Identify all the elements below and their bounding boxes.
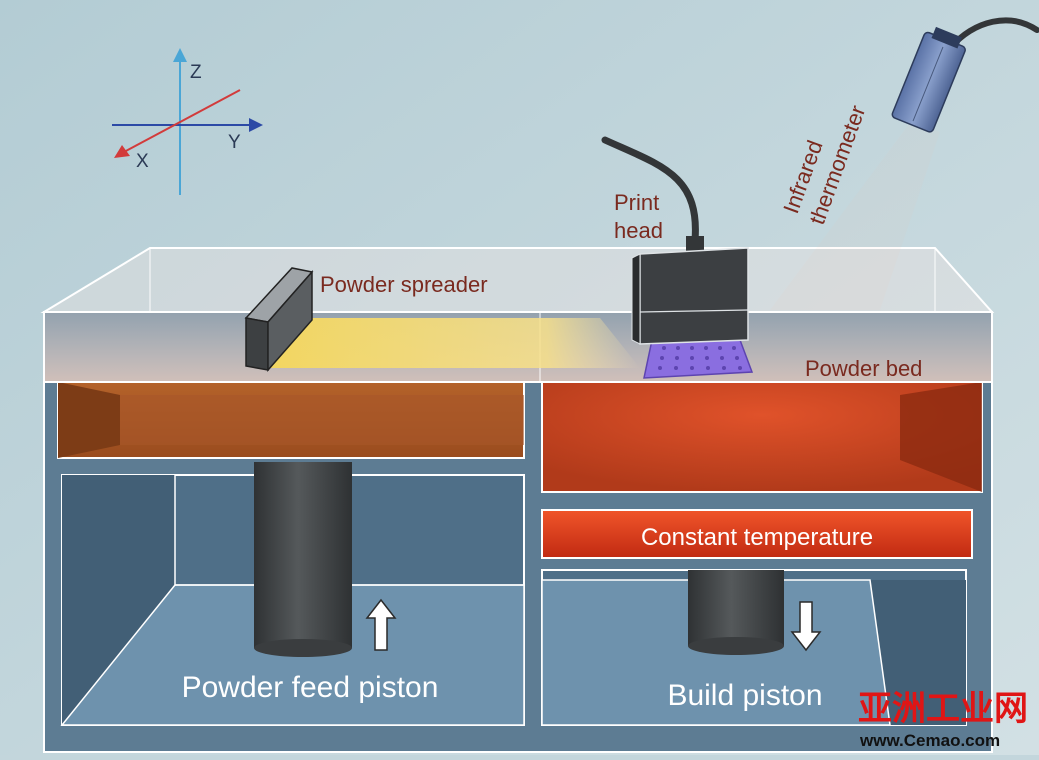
down-arrow-icon: [790, 601, 822, 652]
build-piston-label: Build piston: [667, 679, 822, 712]
printed-part: [643, 339, 754, 379]
axis-x-label: X: [136, 151, 149, 172]
powder-bed-label: Powder bed: [805, 356, 922, 381]
infrared-thermometer: [891, 17, 1039, 133]
powder-feed-piston: [254, 462, 352, 657]
heater-plate: [541, 509, 973, 559]
print-head: [601, 136, 749, 345]
infrared-beam: [770, 120, 940, 310]
build-piston: [688, 570, 784, 655]
powder-spreader-label: Powder spreader: [320, 272, 488, 297]
powder-feed-piston-label: Powder feed piston: [182, 671, 439, 704]
x-axis: [123, 89, 241, 153]
machine-body: Constant temperature Powder feed piston …: [43, 311, 993, 753]
axis-gizmo: Z Y X: [112, 48, 263, 195]
watermark-logo-text: 亚洲工业网: [858, 689, 1028, 729]
print-head-cable: [601, 136, 699, 244]
print-head-label-line2: head: [614, 218, 663, 243]
watermark: 亚洲工业网 www.Cemao.com: [858, 689, 1028, 750]
feed-left-wall: [62, 475, 175, 725]
x-axis-arrow-icon: [114, 145, 130, 158]
constant-temperature-label: Constant temperature: [641, 524, 873, 551]
watermark-url: www.Cemao.com: [859, 731, 1000, 750]
y-axis-arrow-icon: [249, 118, 263, 132]
powder-spreader: [244, 267, 314, 372]
print-head-label-line1: Print: [614, 190, 659, 215]
axis-y-label: Y: [228, 132, 241, 153]
z-axis-arrow-icon: [173, 48, 187, 62]
axis-z-label: Z: [190, 62, 202, 83]
up-arrow-icon: [365, 598, 397, 651]
spread-powder-trail: [268, 318, 640, 368]
